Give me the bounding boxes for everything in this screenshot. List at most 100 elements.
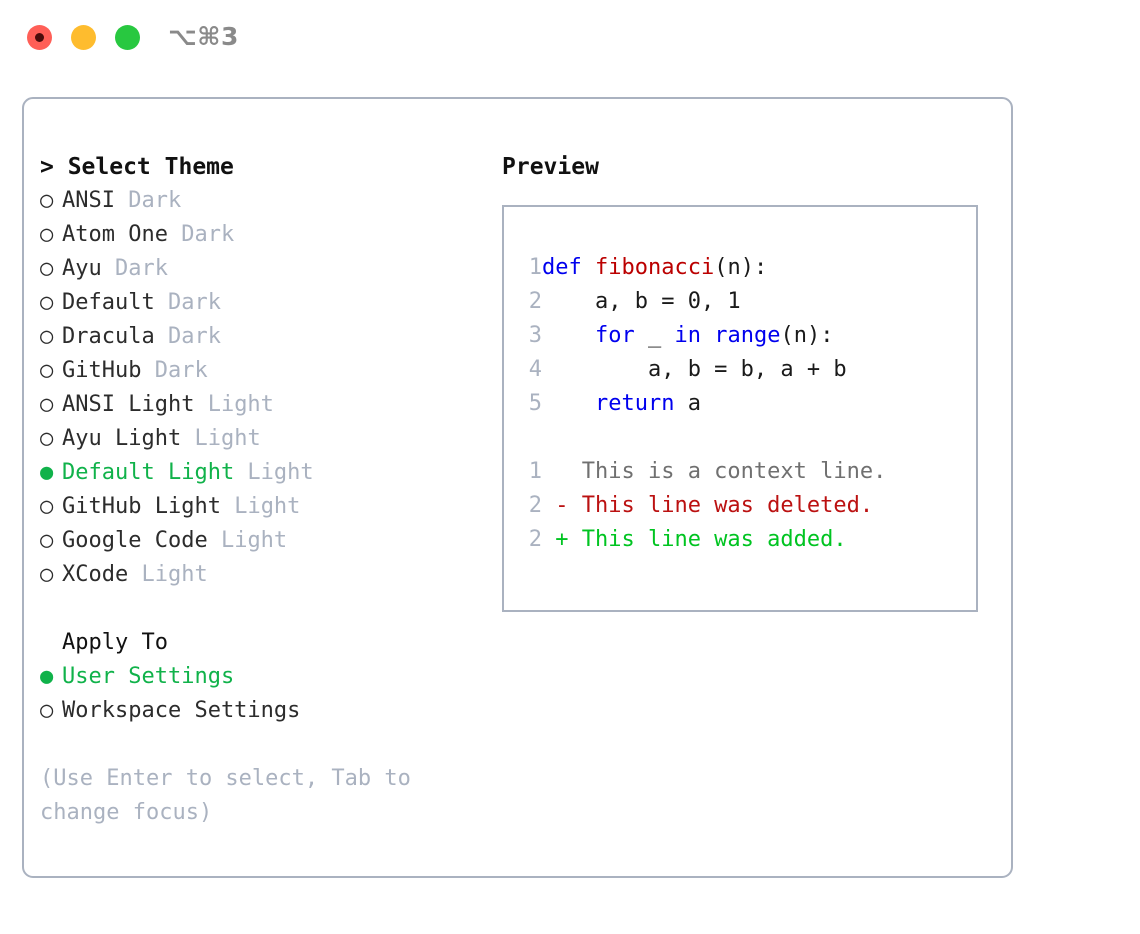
theme-option-list[interactable]: ○ ANSI Dark ○ Atom One Dark ○ Ayu Dark ○ Defaul… xyxy=(40,184,500,592)
code-token: (n): xyxy=(714,255,768,280)
line-number: 5 xyxy=(528,391,542,416)
option-tag: Dark xyxy=(114,188,182,213)
diff-sample-block: 1 This is a context line.2 - This line w… xyxy=(520,455,970,557)
code-line: 2 a, b = 0, 1 xyxy=(520,285,970,319)
code-token: for xyxy=(594,323,635,348)
option-tag: Light xyxy=(220,494,301,519)
radio-unselected-icon: ○ xyxy=(40,698,54,723)
option-label: Default xyxy=(62,290,155,315)
option-label: Ayu Light xyxy=(62,426,182,451)
radio-unselected-icon: ○ xyxy=(40,188,54,213)
option-label: Workspace Settings xyxy=(62,698,301,723)
code-line: 5 return a xyxy=(520,387,970,421)
radio-unselected-icon: ○ xyxy=(40,528,54,553)
line-number: 2 xyxy=(528,493,542,518)
line-number: 3 xyxy=(528,323,542,348)
code-token: - This line was deleted. xyxy=(542,493,874,518)
option-label: ANSI xyxy=(62,188,115,213)
code-line: 1 This is a context line. xyxy=(520,455,970,489)
option-row[interactable]: ● Default Light Light xyxy=(40,456,500,490)
radio-unselected-icon: ○ xyxy=(40,358,54,383)
code-blank-separator xyxy=(520,421,970,455)
code-token: a, b = b, a + b xyxy=(542,357,847,382)
option-label: Ayu xyxy=(62,256,102,281)
code-token: This is a context line. xyxy=(542,459,887,484)
option-row[interactable]: ○ GitHub Dark xyxy=(40,354,500,388)
option-row[interactable]: ○Ayu Light Light xyxy=(40,422,500,456)
close-button[interactable] xyxy=(27,25,52,50)
minimize-button[interactable] xyxy=(71,25,96,50)
option-tag: Light xyxy=(128,562,208,587)
option-row[interactable]: ○ ANSI Dark xyxy=(40,184,500,218)
code-line: 2 + This line was added. xyxy=(520,523,970,557)
option-label: GitHub xyxy=(62,358,142,383)
theme-dialog-panel: > Select Theme ○ANSI Dark○Atom One Dark○… xyxy=(22,97,1013,878)
option-label: User Settings xyxy=(62,664,235,689)
apply-to-heading: Apply To xyxy=(62,630,168,655)
maximize-button[interactable] xyxy=(115,25,140,50)
option-row[interactable]: ● User Settings xyxy=(40,660,500,694)
code-token: def xyxy=(542,255,595,280)
keyboard-hint-text: (Use Enter to select, Tab to change focu… xyxy=(40,766,411,825)
option-label: GitHub Light xyxy=(62,494,221,519)
line-number: 1 xyxy=(528,255,542,280)
option-row[interactable]: ○ Default Dark xyxy=(40,286,500,320)
option-tag: Dark xyxy=(154,290,221,315)
radio-unselected-icon: ○ xyxy=(40,290,54,315)
option-tag: Dark xyxy=(101,256,168,281)
option-row[interactable]: ○ Ayu Dark xyxy=(40,252,500,286)
option-row[interactable]: ○XCode Light xyxy=(40,558,500,592)
code-token: + This line was added. xyxy=(542,527,847,552)
radio-unselected-icon: ○ xyxy=(40,256,54,281)
option-tag: Light xyxy=(194,392,274,417)
code-token: fibonacci xyxy=(594,255,715,280)
option-label: Default Light xyxy=(62,460,235,485)
line-number: 1 xyxy=(528,459,542,484)
option-tag: Dark xyxy=(154,324,221,349)
option-tag: Dark xyxy=(141,358,208,383)
code-token: a xyxy=(674,391,701,416)
code-token xyxy=(701,323,714,348)
code-token xyxy=(542,323,595,348)
option-row[interactable]: ○ Workspace Settings xyxy=(40,694,500,728)
option-tag: Light xyxy=(207,528,288,553)
option-label: Dracula xyxy=(62,324,155,349)
option-row[interactable]: ○ Google Code Light xyxy=(40,524,500,558)
option-row[interactable]: ○ ANSI Light Light xyxy=(40,388,500,422)
code-line: 4 a, b = b, a + b xyxy=(520,353,970,387)
theme-selection-column: > Select Theme ○ANSI Dark○Atom One Dark○… xyxy=(40,150,500,830)
code-token: _ xyxy=(634,323,675,348)
title-bar: ⌥⌘3 xyxy=(0,0,1140,78)
option-row[interactable]: ○ Dracula Dark xyxy=(40,320,500,354)
option-row[interactable]: ○ GitHub Light Light xyxy=(40,490,500,524)
code-token: a, b = 0, 1 xyxy=(542,289,741,314)
code-line: 3 for _ in range(n): xyxy=(520,319,970,353)
code-token: in xyxy=(674,323,701,348)
radio-unselected-icon: ○ xyxy=(40,494,54,519)
line-number: 2 xyxy=(528,289,542,314)
option-label: Atom One xyxy=(62,222,168,247)
code-token: return xyxy=(594,391,675,416)
option-label: Google Code xyxy=(62,528,208,553)
apply-to-option-list[interactable]: ● User Settings ○ Workspace Settings xyxy=(40,660,500,728)
code-token: range xyxy=(714,323,781,348)
option-row[interactable]: ○Atom One Dark xyxy=(40,218,500,252)
code-token xyxy=(542,391,595,416)
radio-unselected-icon: ○ xyxy=(40,222,54,247)
select-theme-heading: > Select Theme xyxy=(40,154,234,180)
code-line: 2 - This line was deleted. xyxy=(520,489,970,523)
radio-selected-icon: ● xyxy=(40,664,54,689)
window-controls xyxy=(27,25,140,50)
preview-heading: Preview xyxy=(502,154,599,180)
option-label: ANSI Light xyxy=(62,392,195,417)
option-label: XCode xyxy=(62,562,129,587)
radio-selected-icon: ● xyxy=(40,460,54,485)
radio-unselected-icon: ○ xyxy=(40,392,54,417)
line-number: 2 xyxy=(528,527,542,552)
radio-unselected-icon: ○ xyxy=(40,426,54,451)
option-tag: Light xyxy=(234,460,314,485)
radio-unselected-icon: ○ xyxy=(40,324,54,349)
